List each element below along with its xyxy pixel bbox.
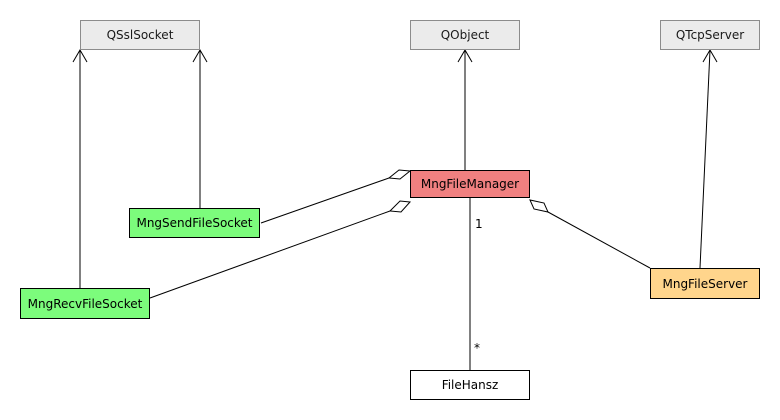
class-mngrecvfilesocket[interactable]: MngRecvFileSocket	[20, 288, 150, 319]
aggregation-diamond-icon	[529, 199, 549, 213]
open-arrowhead-icon	[72, 49, 88, 63]
multiplicity-manager-end: 1	[475, 217, 483, 231]
class-label: QObject	[440, 28, 490, 42]
aggregation-diamond-icon	[387, 169, 412, 180]
class-qobject[interactable]: QObject	[410, 20, 520, 50]
class-qtcpserver[interactable]: QTcpServer	[660, 20, 760, 50]
class-label: QSslSocket	[106, 28, 174, 42]
multiplicity-filehansz-end: *	[474, 341, 480, 355]
class-label: FileHansz	[441, 378, 499, 392]
class-filehansz[interactable]: FileHansz	[410, 370, 530, 400]
open-arrowhead-icon	[702, 49, 718, 63]
class-label: QTcpServer	[675, 28, 745, 42]
class-mngfilemanager[interactable]: MngFileManager	[410, 170, 530, 198]
aggregation-manager-server	[547, 211, 651, 269]
open-arrowhead-icon	[457, 49, 473, 63]
class-qsslsocket[interactable]: QSslSocket	[80, 20, 200, 50]
aggregation-manager-recv	[149, 210, 391, 299]
class-mngfileserver[interactable]: MngFileServer	[650, 268, 760, 299]
aggregation-diamond-icon	[388, 200, 412, 213]
class-label: MngFileServer	[662, 276, 748, 291]
aggregation-manager-send	[260, 177, 390, 224]
class-mngsendfilesocket[interactable]: MngSendFileSocket	[129, 208, 260, 238]
class-label: MngFileManager	[420, 177, 520, 191]
class-label: MngSendFileSocket	[136, 216, 253, 230]
class-label: MngRecvFileSocket	[27, 296, 143, 311]
open-arrowhead-icon	[192, 49, 208, 63]
inheritance-server-to-qtcpserver	[699, 49, 711, 269]
